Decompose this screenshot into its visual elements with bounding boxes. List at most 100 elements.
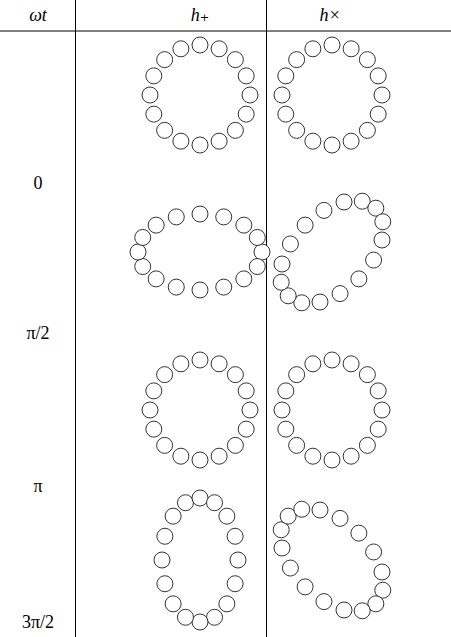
test-particle [249, 259, 265, 275]
test-particle [154, 552, 170, 568]
test-particle [294, 501, 310, 517]
test-particle [230, 552, 246, 568]
column-rule [75, 0, 76, 637]
test-particle [282, 236, 298, 252]
test-particle [135, 229, 151, 245]
test-particle [351, 271, 367, 287]
test-particle [219, 596, 235, 612]
test-particle [289, 367, 305, 383]
test-particle [374, 564, 390, 580]
test-particle [374, 232, 390, 248]
test-particle [242, 87, 258, 103]
test-particle [192, 452, 208, 468]
test-particle [324, 137, 340, 153]
test-particle [227, 437, 243, 453]
test-particle [332, 510, 348, 526]
column-header: h× [317, 6, 342, 24]
test-particle [297, 217, 313, 233]
test-particle [165, 508, 181, 524]
column-header: h₊ [189, 6, 212, 24]
test-particle [374, 87, 390, 103]
test-particle [370, 68, 386, 84]
test-particle [278, 106, 294, 122]
header-rule [0, 31, 451, 32]
test-particle [146, 421, 162, 437]
test-particle [305, 448, 321, 464]
test-particle [146, 106, 162, 122]
phase-label: π/2 [24, 324, 51, 342]
test-particle [207, 609, 223, 625]
test-particle [236, 217, 252, 233]
test-particle [374, 402, 390, 418]
test-particle [359, 437, 375, 453]
test-particle [332, 286, 348, 302]
test-particle [146, 68, 162, 84]
test-particle [142, 402, 158, 418]
test-particle [354, 603, 370, 619]
test-particle [227, 576, 243, 592]
test-particle [351, 525, 367, 541]
test-particle [375, 214, 391, 230]
test-particle [297, 579, 313, 595]
test-particle [192, 352, 208, 368]
test-particle [312, 502, 328, 518]
test-particle [192, 37, 208, 53]
test-particle [278, 383, 294, 399]
test-particle [192, 490, 208, 506]
test-particle [177, 609, 193, 625]
column-rule [266, 0, 267, 637]
test-particle [211, 133, 227, 149]
test-particle [370, 421, 386, 437]
column-header: ωt [27, 6, 49, 24]
test-particle [324, 452, 340, 468]
test-particle [274, 540, 290, 556]
test-particle [316, 594, 332, 610]
test-particle [370, 106, 386, 122]
test-particle [236, 271, 252, 287]
test-particle [227, 528, 243, 544]
test-particle [249, 229, 265, 245]
test-particle [366, 252, 382, 268]
test-particle [274, 402, 290, 418]
test-particle [192, 206, 208, 222]
test-particle [274, 87, 290, 103]
phase-label: π [31, 477, 44, 495]
test-particle [254, 244, 270, 260]
test-particle [173, 356, 189, 372]
phase-label: 3π/2 [20, 613, 56, 631]
test-particle [289, 437, 305, 453]
test-particle [343, 41, 359, 57]
test-particle [211, 41, 227, 57]
test-particle [165, 596, 181, 612]
test-particle [227, 52, 243, 68]
test-particle [366, 544, 382, 560]
test-particle [168, 279, 184, 295]
test-particle [211, 356, 227, 372]
test-particle [305, 133, 321, 149]
test-particle [207, 495, 223, 511]
phase-label: 0 [32, 174, 45, 192]
test-particle [238, 383, 254, 399]
test-particle [312, 294, 328, 310]
test-particle [173, 448, 189, 464]
test-particle [219, 508, 235, 524]
test-particle [173, 41, 189, 57]
test-particle [227, 122, 243, 138]
test-particle [148, 217, 164, 233]
test-particle [282, 560, 298, 576]
test-particle [192, 614, 208, 630]
test-particle [157, 367, 173, 383]
test-particle [211, 448, 227, 464]
test-particle [324, 37, 340, 53]
test-particle [192, 137, 208, 153]
test-particle [274, 256, 290, 272]
test-particle [157, 528, 173, 544]
test-particle [305, 356, 321, 372]
test-particle [177, 495, 193, 511]
test-particle [157, 122, 173, 138]
test-particle [192, 282, 208, 298]
test-particle [359, 122, 375, 138]
test-particle [238, 421, 254, 437]
test-particle [157, 437, 173, 453]
